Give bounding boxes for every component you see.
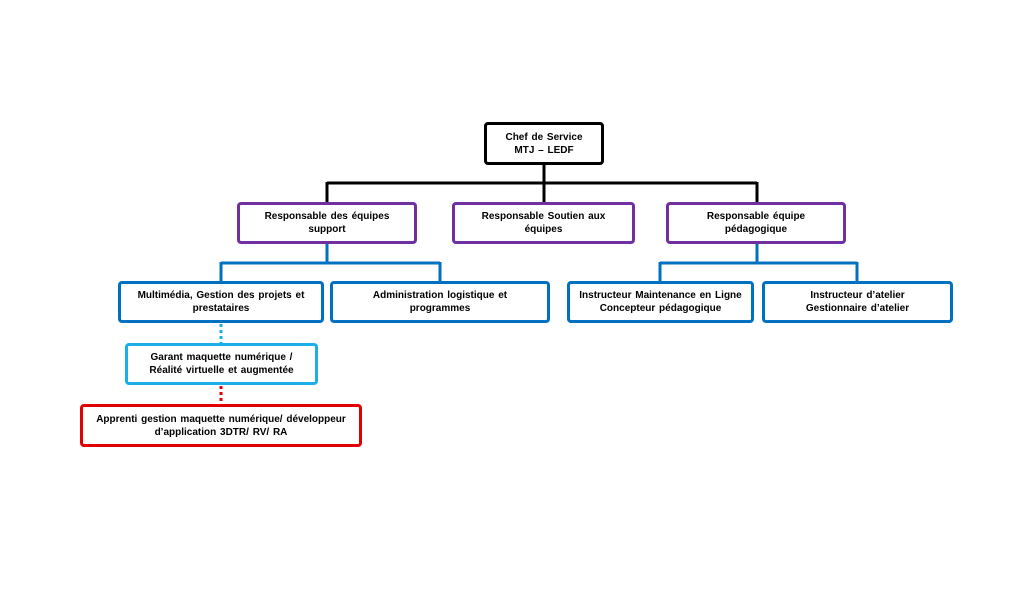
- node-label: Chef de Service MTJ – LEDF: [505, 131, 583, 156]
- node-label: Instructeur Maintenance en Ligne Concept…: [579, 290, 742, 314]
- node-label: Responsable équipe pédagogique: [706, 211, 806, 235]
- node-instructeur-maintenance: Instructeur Maintenance en Ligne Concept…: [567, 281, 754, 323]
- node-label: Multimédia, Gestion des projets et prest…: [137, 290, 305, 314]
- node-responsable-equipes-support: Responsable des équipes support: [237, 202, 417, 244]
- node-chef-de-service: Chef de Service MTJ – LEDF: [484, 122, 604, 165]
- node-label: Apprenti gestion maquette numérique/ dév…: [96, 413, 346, 438]
- node-apprenti-gestion-maquette: Apprenti gestion maquette numérique/ dév…: [80, 404, 362, 447]
- node-multimedia-gestion-projets: Multimédia, Gestion des projets et prest…: [118, 281, 324, 323]
- node-garant-maquette-numerique: Garant maquette numérique / Réalité virt…: [125, 343, 318, 385]
- node-label: Responsable des équipes support: [264, 211, 390, 235]
- node-label: Instructeur d’atelier Gestionnaire d’ate…: [805, 290, 910, 314]
- node-instructeur-atelier: Instructeur d’atelier Gestionnaire d’ate…: [762, 281, 953, 323]
- node-responsable-equipe-pedagogique: Responsable équipe pédagogique: [666, 202, 846, 244]
- node-label: Garant maquette numérique / Réalité virt…: [149, 352, 294, 376]
- node-administration-logistique: Administration logistique et programmes: [330, 281, 550, 323]
- node-label: Responsable Soutien aux équipes: [481, 211, 606, 235]
- node-responsable-soutien-equipes: Responsable Soutien aux équipes: [452, 202, 635, 244]
- node-label: Administration logistique et programmes: [372, 290, 508, 314]
